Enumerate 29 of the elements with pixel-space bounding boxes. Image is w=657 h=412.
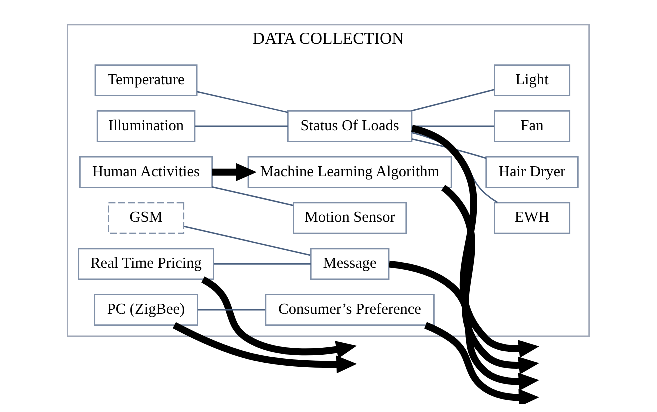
node-box: Real Time Pricing	[78, 248, 214, 280]
node-box: Illumination	[96, 110, 196, 142]
arrow	[172, 322, 358, 374]
node-box: GSM	[108, 202, 185, 234]
connector	[214, 263, 312, 265]
node-box: Temperature	[94, 64, 198, 97]
node-box: Fan	[494, 110, 571, 142]
arrow	[212, 163, 257, 182]
connector	[212, 186, 294, 206]
connector	[197, 91, 288, 114]
connector	[412, 89, 495, 112]
connector	[195, 126, 288, 128]
node-box: EWH	[494, 202, 571, 234]
connector	[412, 126, 494, 128]
connector	[184, 226, 311, 256]
arrow	[424, 322, 540, 404]
arrow	[389, 260, 540, 391]
node-box: PC (ZigBee)	[94, 294, 198, 326]
arrow	[202, 276, 357, 359]
connector	[198, 309, 266, 311]
node-box: Status Of Loads	[287, 110, 413, 142]
node-box: Human Activities	[80, 156, 214, 188]
node-box: Machine Learning Algorithm	[248, 156, 452, 188]
node-box: Light	[494, 64, 571, 97]
node-box: Motion Sensor	[293, 202, 408, 234]
node-box: Message	[310, 248, 390, 280]
arrow	[441, 184, 540, 375]
node-box: Hair Dryer	[486, 156, 579, 188]
node-box: Consumer’s Preference	[265, 294, 435, 326]
